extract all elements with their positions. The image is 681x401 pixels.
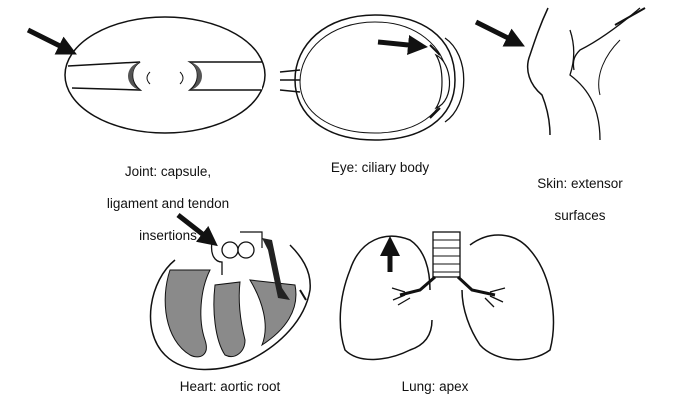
heart-outer-outline: [149, 244, 311, 371]
heart-arrow-icon: [176, 213, 218, 247]
joint-right-cartilage: [190, 62, 202, 90]
heart-aortic-cusp-2: [237, 241, 255, 259]
eye-optic-nerve: [279, 69, 301, 93]
heart-pulmonary-wall: [262, 238, 290, 300]
joint-caption-line-1: Joint: capsule,: [124, 164, 212, 179]
lung-bronchioles: [391, 287, 506, 308]
eye-ciliary-body: [429, 44, 441, 119]
heart-right-wall: [249, 279, 297, 347]
lung-diagram: [339, 231, 555, 361]
joint-capsule-outline: [64, 16, 266, 134]
eye-arrow-icon: [377, 35, 428, 55]
eye-globe-outline: [294, 14, 456, 141]
joint-caption-line-2: ligament and tendon: [106, 196, 230, 211]
skin-arm-inner: [598, 39, 621, 96]
lung-trachea-rings: [433, 239, 460, 273]
skin-caption-line-1: Skin: extensor: [537, 176, 623, 191]
heart-apex-mark: [299, 289, 307, 301]
eye-cornea: [444, 37, 465, 123]
lung-left-outline: [339, 235, 433, 361]
heart-septum: [213, 281, 246, 357]
eye-inner-layer: [299, 21, 449, 134]
eye-lens: [434, 53, 451, 110]
heart-aorta: [240, 231, 263, 248]
skin-caption: Skin: extensor surfaces: [505, 160, 655, 240]
skin-elbow-outline-left: [526, 7, 551, 136]
joint-diagram: [26, 16, 266, 134]
joint-space-right: [179, 71, 184, 85]
heart-caption: Heart: aortic root: [179, 379, 281, 394]
skin-extensor-line: [614, 7, 646, 26]
joint-left-cartilage: [128, 62, 140, 90]
lung-right-outline: [461, 234, 555, 361]
lung-bronchi: [399, 275, 496, 297]
heart-left-ventricle-wall: [164, 269, 211, 358]
joint-caption: Joint: capsule, ligament and tendon inse…: [68, 148, 268, 260]
skin-arrow-icon: [474, 19, 525, 47]
heart-diagram: [149, 213, 311, 371]
skin-arm-outline: [572, 7, 641, 71]
skin-elbow-outline-mid: [569, 29, 601, 141]
joint-arrow-icon: [26, 27, 77, 55]
joint-caption-line-3: insertions: [139, 228, 197, 243]
lung-caption: Lung: apex: [401, 379, 469, 394]
lung-trachea: [432, 231, 461, 278]
eye-diagram: [279, 14, 465, 141]
joint-space-left: [146, 71, 151, 85]
eye-caption: Eye: ciliary body: [330, 160, 430, 175]
skin-caption-line-2: surfaces: [554, 208, 606, 223]
skin-diagram: [474, 7, 646, 141]
